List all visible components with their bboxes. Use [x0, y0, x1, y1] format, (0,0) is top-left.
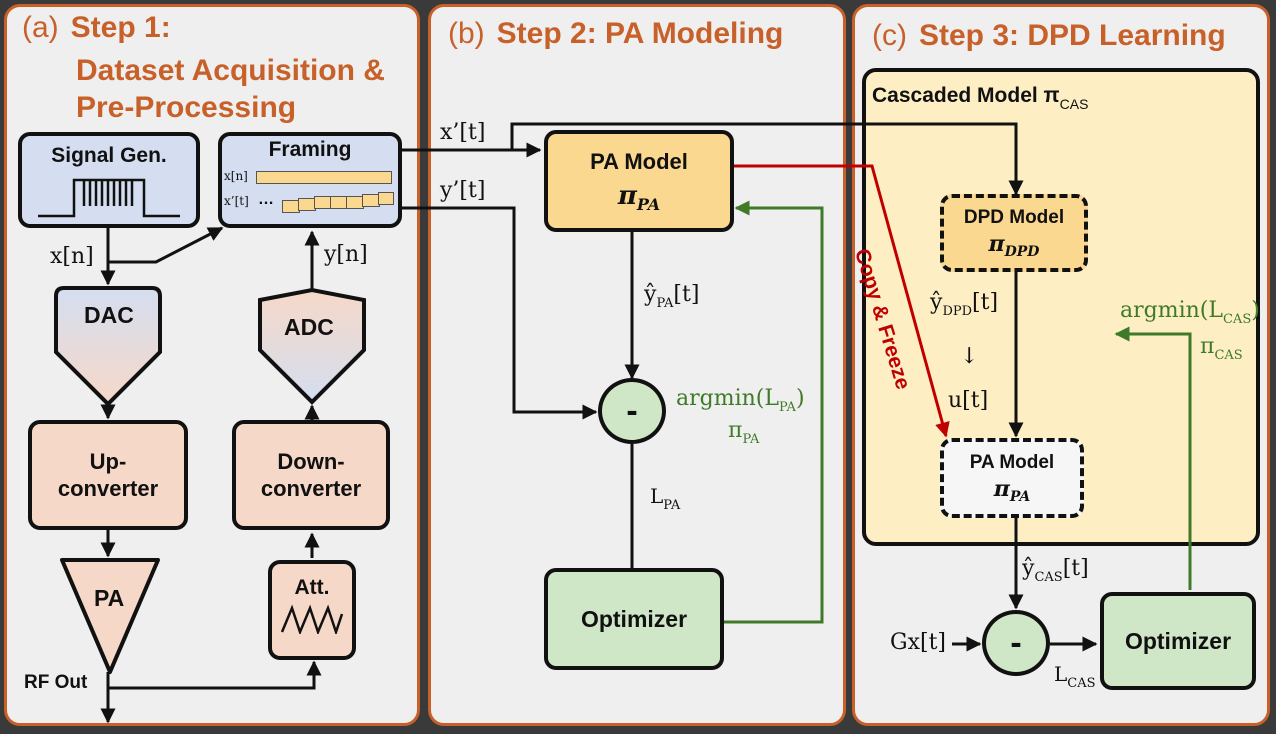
yhat-dpd-label: ŷDPD[t] [930, 290, 999, 319]
pa-model-block: PA Model πPA [544, 130, 734, 232]
rf-out-label: RF Out [24, 672, 88, 693]
pa-shape [60, 558, 160, 674]
pi-cas-label: πCAS [1200, 334, 1243, 363]
l-cas-label: LCAS [1054, 662, 1096, 691]
frame-segment [378, 192, 394, 205]
xpt-signal-label: x’[t] [440, 120, 486, 145]
l-pa-label: LPA [650, 484, 681, 513]
panel-a-title-line3: Pre-Processing [76, 91, 297, 124]
argmin-cas-label: argmin(LCAS) [1120, 298, 1260, 327]
framing-label: Framing [268, 138, 352, 161]
panel-a-title: (a)Step 1: [22, 11, 171, 44]
attenuator-block: Att. [268, 560, 356, 660]
adc-label: ADC [284, 314, 334, 340]
signal-generator-label: Signal Gen. [51, 144, 167, 167]
xn-signal-label: x[n] [50, 244, 94, 269]
yhat-cas-label: ŷCAS[t] [1022, 556, 1089, 585]
ypt-signal-label: y’[t] [440, 178, 486, 203]
down-arrow-symbol: ↓ [960, 344, 979, 369]
optimizer-b-block: Optimizer [544, 568, 724, 670]
optimizer-c-block: Optimizer [1100, 592, 1256, 690]
downconverter-block: Down-converter [232, 420, 390, 530]
framing-ellipsis: … [258, 191, 274, 208]
pa-label: PA [94, 585, 125, 611]
adc-shape [258, 287, 366, 405]
dac-shape [54, 286, 162, 407]
panel-b-title: (b)Step 2: PA Modeling [448, 17, 784, 50]
pa-model-frozen-block: PA Model πPA [940, 438, 1084, 518]
subtract-node-b: - [598, 378, 666, 444]
sawtooth-icon [280, 604, 344, 634]
framing-row2-label: x’[t] [224, 194, 249, 208]
yhat-pa-label: ŷPA[t] [644, 282, 700, 311]
dpd-model-block: DPD Model πDPD [940, 194, 1088, 272]
subtract-node-c: - [982, 610, 1050, 676]
yn-signal-label: y[n] [324, 242, 368, 267]
pulse-waveform-icon [38, 178, 180, 218]
signal-generator-block: Signal Gen. [18, 132, 200, 228]
framing-input-bar [256, 171, 392, 184]
gx-signal-label: Gx[t] [890, 630, 946, 655]
dac-label: DAC [84, 302, 134, 328]
cascaded-model-label: Cascaded Model πCAS [872, 84, 1089, 112]
argmin-pa-label: argmin(LPA) [676, 386, 805, 415]
ut-signal-label: u[t] [948, 388, 989, 413]
panel-a-title-line2: Dataset Acquisition & [76, 54, 385, 87]
pi-pa-label: πPA [728, 418, 760, 447]
panel-c-title: (c)Step 3: DPD Learning [872, 19, 1226, 52]
framing-row1-label: x[n] [224, 169, 248, 183]
upconverter-block: Up-converter [28, 420, 188, 530]
